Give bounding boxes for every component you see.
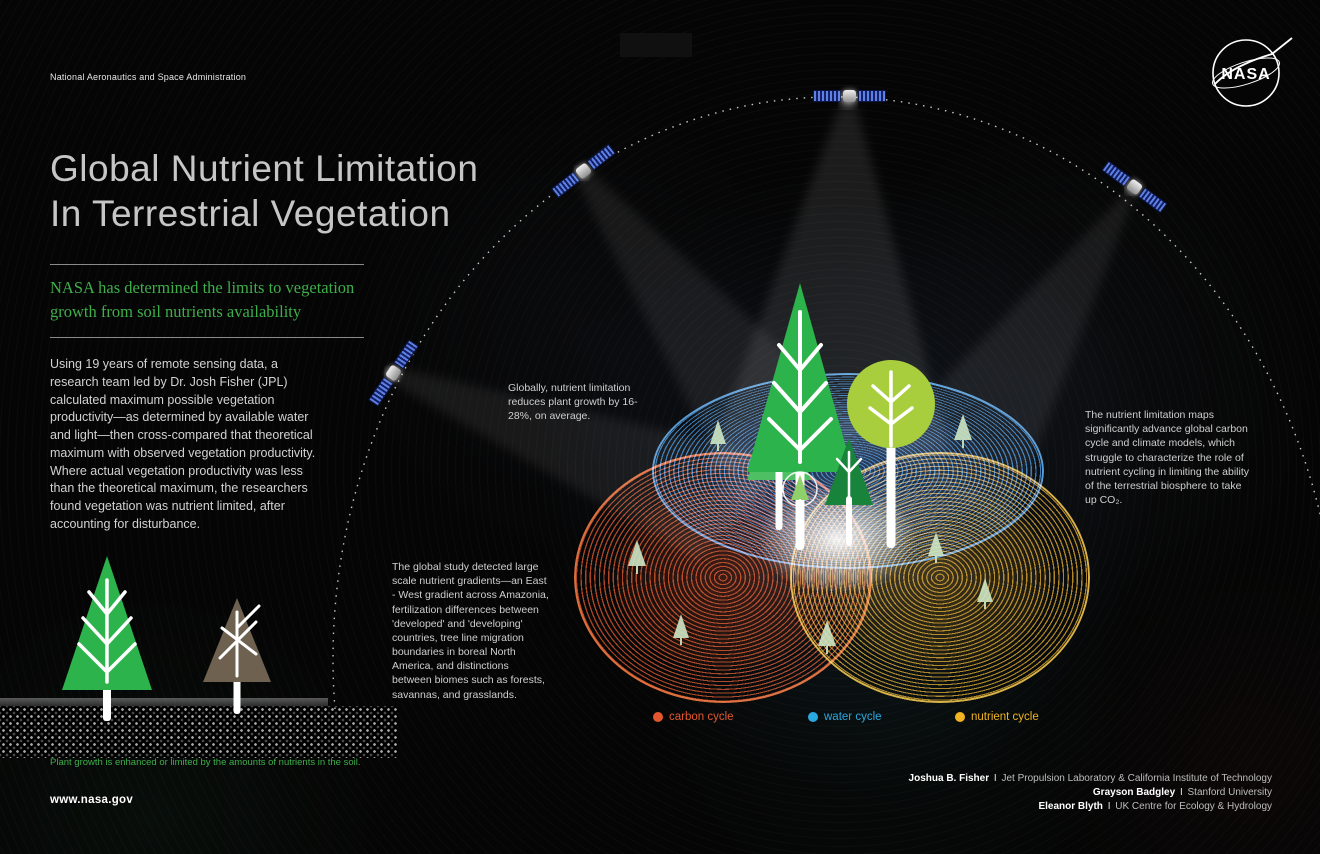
legend-dot-water	[808, 712, 818, 722]
legend-label-water: water cycle	[824, 711, 882, 723]
legend-item-carbon: carbon cycle	[653, 711, 734, 723]
solar-panel-icon	[858, 90, 886, 102]
legend-item-water: water cycle	[808, 711, 882, 723]
nasa-logo-icon: NASA	[1212, 37, 1293, 107]
legend-label-nutrient: nutrient cycle	[971, 711, 1039, 723]
credit-affiliation: Stanford University	[1187, 787, 1272, 798]
subtitle: NASA has determined the limits to vegeta…	[50, 264, 364, 338]
page-title: Global Nutrient Limitation In Terrestria…	[50, 146, 478, 236]
dark-patch	[620, 33, 692, 57]
credit-line: Joshua B. Fisher I Jet Propulsion Labora…	[909, 772, 1272, 786]
legend-item-nutrient: nutrient cycle	[955, 711, 1039, 723]
legend-label-carbon: carbon cycle	[669, 711, 734, 723]
soil-surface	[0, 698, 328, 707]
satellite-body-icon	[843, 90, 856, 102]
credit-name: Grayson Badgley	[1092, 787, 1176, 798]
nasa-gov-link[interactable]: www.nasa.gov	[50, 794, 134, 806]
legend-dot-carbon	[653, 712, 663, 722]
credit-separator: I	[1179, 787, 1183, 798]
solar-panel-icon	[813, 90, 841, 102]
center-glow	[735, 470, 940, 610]
nasa-logo-text: NASA	[1221, 66, 1270, 83]
credit-separator: I	[1107, 801, 1111, 812]
annotation-model-impact: The nutrient limitation maps significant…	[1085, 409, 1249, 507]
credits: Joshua B. Fisher I Jet Propulsion Labora…	[909, 772, 1272, 814]
credit-name: Eleanor Blyth	[1038, 801, 1103, 812]
satellite-icon	[813, 90, 886, 102]
credit-affiliation: Jet Propulsion Laboratory & California I…	[1001, 773, 1272, 784]
credit-affiliation: UK Centre for Ecology & Hydrology	[1115, 801, 1272, 812]
intro-paragraph: Using 19 years of remote sensing data, a…	[50, 357, 316, 531]
title-line-1: Global Nutrient Limitation	[50, 148, 479, 189]
credit-separator: I	[993, 773, 997, 784]
annotation-study-findings: The global study detected large scale nu…	[392, 561, 549, 701]
credit-line: Grayson Badgley I Stanford University	[909, 786, 1272, 800]
annotation-global-reduction: Globally, nutrient limitation reduces pl…	[508, 382, 638, 423]
soil-caption: Plant growth is enhanced or limited by t…	[50, 757, 361, 768]
soil-dot-band	[0, 706, 398, 758]
agency-line: National Aeronautics and Space Administr…	[50, 72, 247, 82]
credit-line: Eleanor Blyth I UK Centre for Ecology & …	[909, 800, 1272, 814]
credit-name: Joshua B. Fisher	[908, 773, 990, 784]
legend-dot-nutrient	[955, 712, 965, 722]
title-line-2: In Terrestrial Vegetation	[50, 193, 451, 235]
